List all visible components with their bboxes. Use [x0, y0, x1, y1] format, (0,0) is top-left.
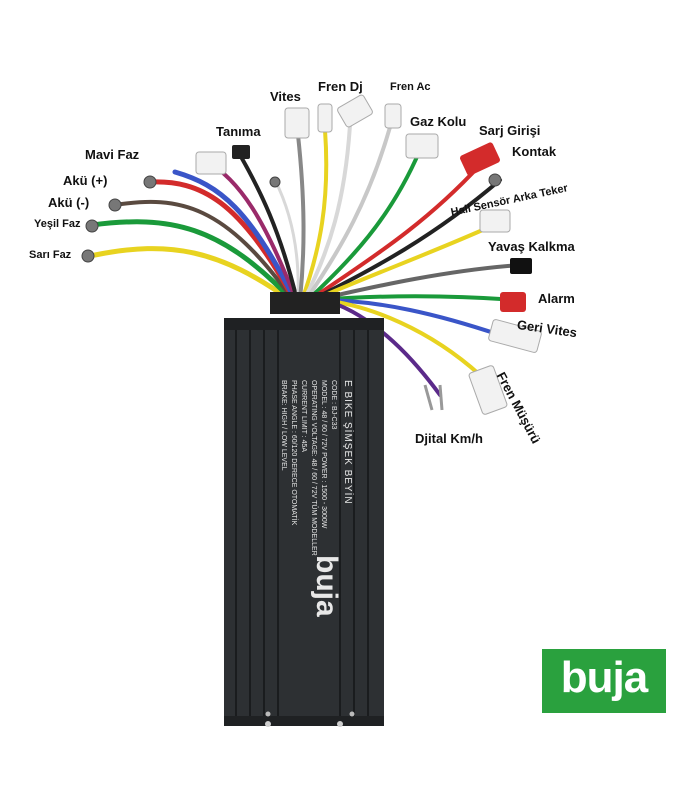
label-vites: Vites — [270, 89, 301, 104]
label-djital-kmh: Djital Km/h — [415, 431, 483, 446]
spec-line: PHASE ANGLE : 60/120 DERECE OTOMATİK — [290, 380, 299, 526]
controller-brand: buja — [310, 555, 343, 617]
label-mavi-faz: Mavi Faz — [85, 147, 140, 162]
controller-collar — [270, 292, 340, 314]
label-tanima: Tanıma — [216, 124, 261, 139]
label-aku-minus: Akü (-) — [48, 195, 90, 210]
spec-line: MODEL : 48 / 60 / 72V POWER : 1500 - 300… — [320, 380, 327, 529]
label-sari-faz: Sarı Faz — [29, 249, 72, 261]
controller-title: E BIKE ŞİMŞEK BEYİN — [342, 380, 355, 505]
label-yesil-faz: Yeşil Faz — [34, 218, 81, 230]
label-alarm: Alarm — [538, 291, 575, 306]
label-aku-plus: Akü (+) — [63, 173, 108, 188]
buja-logo: buja — [542, 649, 666, 713]
spec-line: BRAKE: HIGH / LOW LEVEL — [280, 380, 287, 471]
controller-body — [224, 318, 384, 727]
spec-line: OPERATING VOLTAGE: 48 / 60 / 72V TÜM MOD… — [310, 380, 318, 556]
connectors — [81, 94, 542, 415]
label-yavas-kalkma: Yavaş Kalkma — [488, 239, 575, 254]
label-sarj-girisi: Sarj Girişi — [479, 123, 541, 138]
spec-line: CURRENT LIMIT : 45A — [300, 380, 307, 452]
label-fren-ac: Fren Ac — [390, 81, 431, 93]
label-fren-dj: Fren Dj — [318, 79, 363, 94]
label-gaz-kolu: Gaz Kolu — [410, 114, 467, 129]
label-kontak: Kontak — [512, 144, 557, 159]
logo-text: buja — [560, 653, 648, 702]
spec-line: CODE : BJ-C33 — [330, 380, 337, 430]
